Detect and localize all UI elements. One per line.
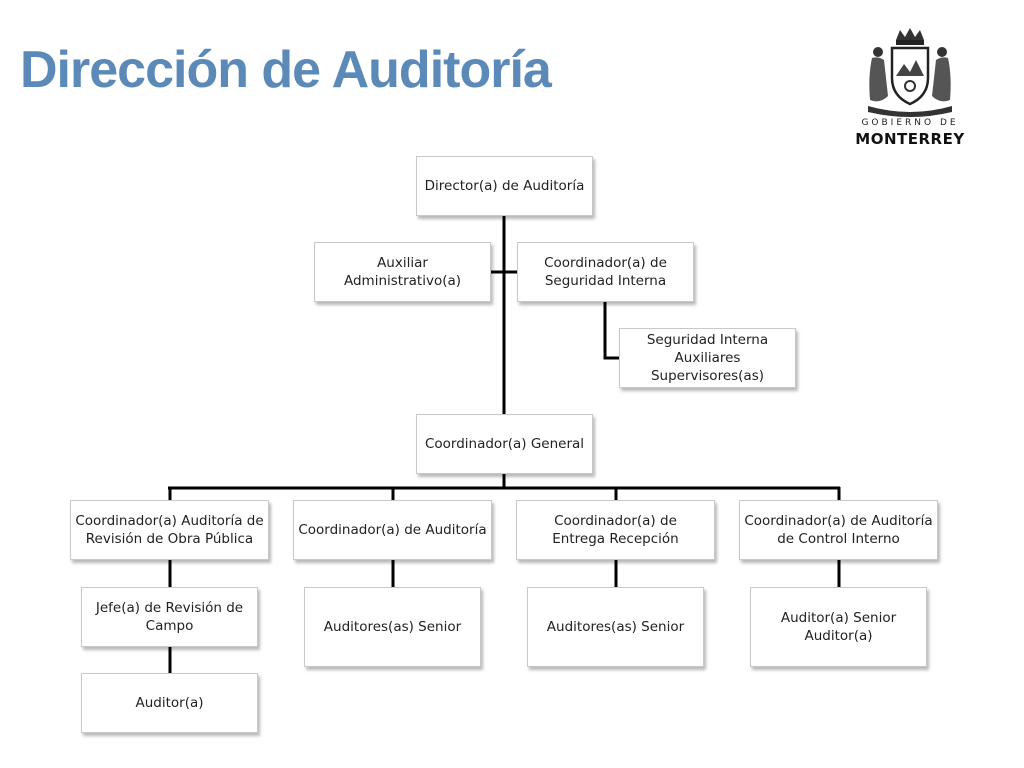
- org-box-auditor-obra: Auditor(a): [81, 673, 258, 733]
- org-box-auditores-senior-2: Auditores(as) Senior: [527, 587, 704, 667]
- org-box-director: Director(a) de Auditoría: [416, 156, 593, 216]
- org-box-coord-seguridad: Coordinador(a) de Seguridad Interna: [517, 242, 694, 302]
- org-box-jefe-campo: Jefe(a) de Revisión de Campo: [81, 587, 258, 647]
- monterrey-logo: GOBIERNO DE MONTERREY: [852, 26, 968, 150]
- logo-line1: GOBIERNO DE: [861, 118, 959, 128]
- org-box-coord-obra: Coordinador(a) Auditoría de Revisión de …: [70, 500, 269, 560]
- org-box-auditor-control: Auditor(a) Senior Auditor(a): [750, 587, 927, 667]
- org-box-coord-auditoria: Coordinador(a) de Auditoría: [293, 500, 492, 560]
- monterrey-coat-of-arms-icon: [868, 28, 952, 117]
- org-box-auditores-senior-1: Auditores(as) Senior: [304, 587, 481, 667]
- org-box-coord-entrega: Coordinador(a) de Entrega Recepción: [516, 500, 715, 560]
- logo-line2: MONTERREY: [855, 130, 965, 148]
- page-title: Dirección de Auditoría: [20, 41, 552, 99]
- org-box-coord-general: Coordinador(a) General: [416, 414, 593, 474]
- org-box-auxiliar: Auxiliar Administrativo(a): [314, 242, 491, 302]
- org-box-seguridad-staff: Seguridad Interna Auxiliares Supervisore…: [619, 328, 796, 388]
- org-box-coord-control: Coordinador(a) de Auditoría de Control I…: [739, 500, 938, 560]
